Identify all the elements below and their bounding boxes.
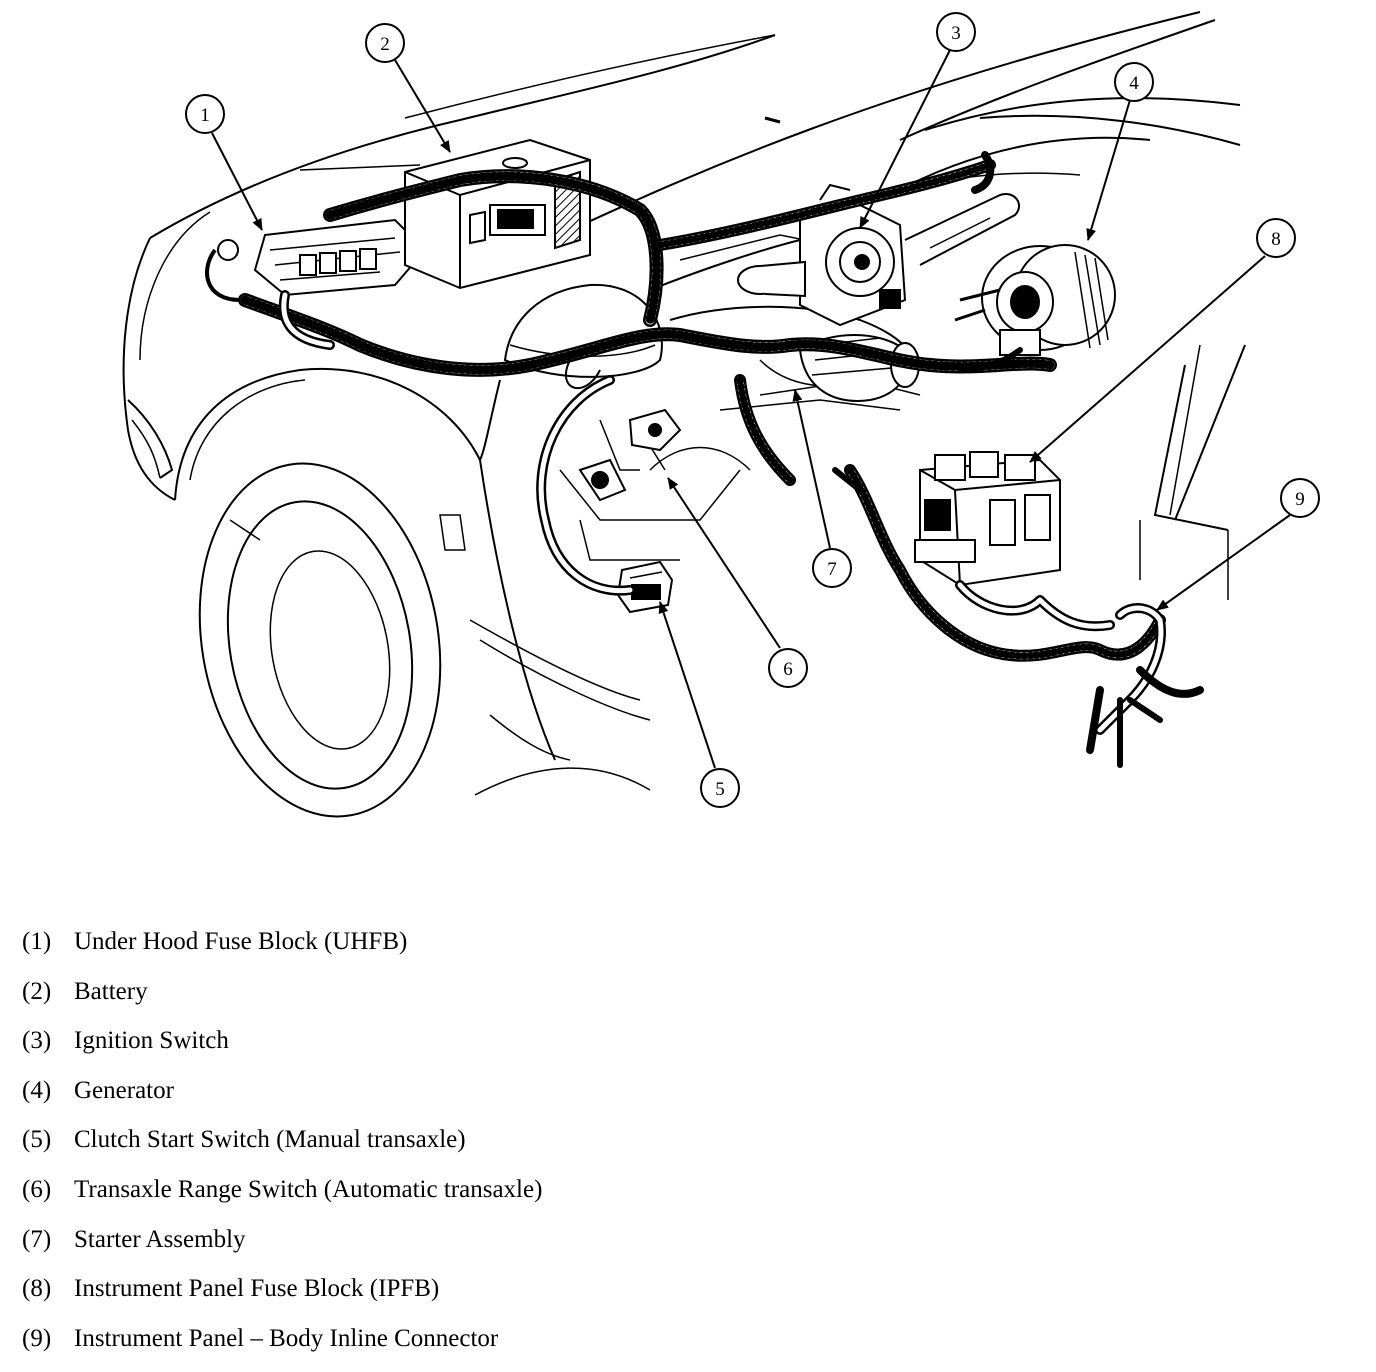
svg-text:1: 1 — [200, 105, 210, 126]
legend-number: (2) — [22, 977, 52, 1005]
legend-label: Ignition Switch — [74, 1027, 229, 1055]
callout-9: 9 — [1280, 478, 1320, 518]
leader-line-4 — [1086, 99, 1131, 241]
callout-3: 3 — [936, 12, 976, 52]
legend-number: (6) — [22, 1175, 52, 1203]
instrument-panel-fuse-block-drawing — [914, 451, 1061, 587]
legend-item-6: (6) Transaxle Range Switch (Automatic tra… — [22, 1168, 1352, 1218]
callout-7: 7 — [812, 548, 852, 588]
legend-number: (7) — [22, 1225, 52, 1253]
leader-line-1 — [211, 132, 263, 231]
leader-line-6 — [667, 477, 781, 649]
leader-line-9 — [1156, 514, 1291, 611]
legend-item-4: (4) Generator — [22, 1069, 1352, 1119]
battery-drawing — [404, 138, 591, 290]
callout-2: 2 — [365, 23, 405, 63]
callouts: 1 2 3 4 5 6 7 8 — [185, 12, 1320, 808]
legend-label: Instrument Panel Fuse Block (IPFB) — [74, 1275, 440, 1303]
legend-item-9: (9) Instrument Panel – Body Inline Connec… — [22, 1317, 1352, 1367]
legend-number: (9) — [22, 1324, 52, 1352]
legend-number: (3) — [22, 1027, 52, 1055]
under-hood-fuse-block-drawing — [205, 218, 427, 302]
svg-text:9: 9 — [1295, 489, 1305, 510]
leader-line-2 — [394, 59, 451, 153]
legend-label: Generator — [74, 1076, 174, 1104]
generator-drawing — [954, 244, 1116, 356]
legend-label: Starter Assembly — [74, 1225, 246, 1253]
legend-label: Instrument Panel – Body Inline Connector — [74, 1324, 499, 1352]
legend-number: (4) — [22, 1076, 52, 1104]
diagram-svg: 1 2 3 4 5 6 7 8 — [122, 11, 1320, 818]
component-legend: (1) Under Hood Fuse Block (UHFB) (2) Batte… — [22, 920, 1352, 1366]
callout-4: 4 — [1114, 62, 1154, 102]
legend-item-5: (5) Clutch Start Switch (Manual transaxle… — [22, 1118, 1352, 1168]
svg-text:4: 4 — [1129, 73, 1139, 94]
callout-5: 5 — [700, 768, 740, 808]
legend-item-1: (1) Under Hood Fuse Block (UHFB) — [22, 920, 1352, 970]
leader-line-5 — [658, 601, 716, 769]
svg-text:3: 3 — [951, 23, 961, 44]
callout-1: 1 — [185, 94, 225, 134]
leader-line-7 — [792, 389, 831, 549]
wiring-diagram: 1 2 3 4 5 6 7 8 — [122, 11, 1320, 818]
leader-line-8 — [1029, 255, 1266, 463]
legend-item-3: (3) Ignition Switch — [22, 1019, 1352, 1069]
svg-text:6: 6 — [783, 659, 793, 680]
car-body — [122, 11, 1246, 818]
legend-label: Clutch Start Switch (Manual transaxle) — [74, 1126, 466, 1154]
leader-lines — [211, 49, 1291, 769]
legend-item-7: (7) Starter Assembly — [22, 1218, 1352, 1268]
legend-item-8: (8) Instrument Panel Fuse Block (IPFB) — [22, 1267, 1352, 1317]
legend-number: (1) — [22, 928, 52, 955]
legend-label: Under Hood Fuse Block (UHFB) — [74, 928, 408, 955]
legend-item-2: (2) Battery — [22, 970, 1352, 1020]
svg-text:5: 5 — [715, 779, 725, 800]
legend-number: (8) — [22, 1275, 52, 1303]
clutch-start-switch-drawing — [616, 560, 674, 614]
svg-text:8: 8 — [1271, 229, 1281, 250]
svg-text:2: 2 — [380, 34, 390, 55]
leader-line-3 — [859, 49, 951, 229]
callout-8: 8 — [1256, 218, 1296, 258]
transaxle-range-switch-drawing — [578, 408, 682, 502]
svg-text:7: 7 — [827, 559, 837, 580]
wiring-harness — [238, 151, 1204, 768]
ignition-switch-drawing — [737, 183, 1020, 327]
legend-label: Battery — [74, 977, 148, 1005]
callout-6: 6 — [768, 648, 808, 688]
legend-label: Transaxle Range Switch (Automatic transa… — [74, 1175, 543, 1203]
legend-number: (5) — [22, 1126, 52, 1154]
